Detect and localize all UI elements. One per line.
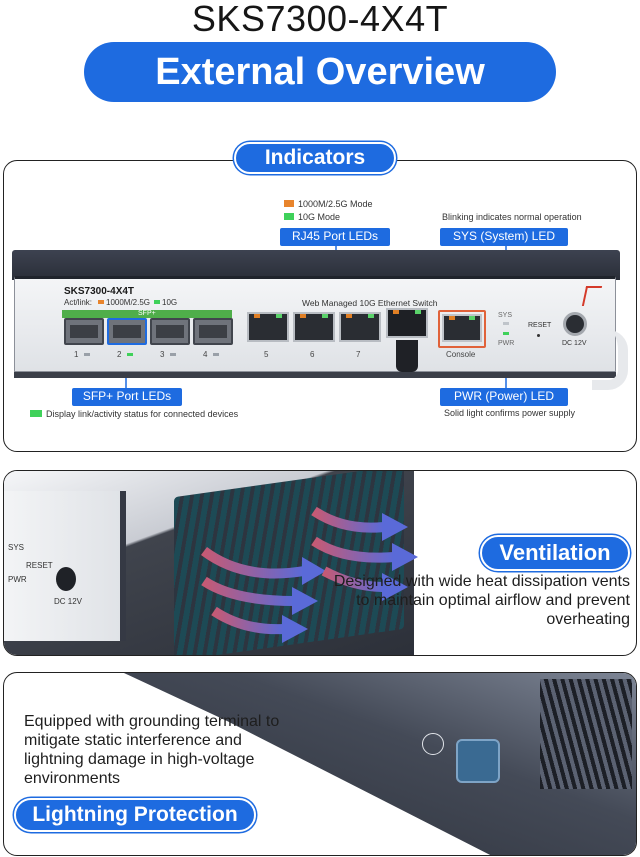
rj45-port-6 bbox=[293, 312, 335, 342]
sfp-port-num-4: 4 bbox=[203, 350, 208, 359]
sfp-led-1 bbox=[84, 353, 90, 356]
sys-note: Blinking indicates normal operation bbox=[442, 212, 582, 222]
front-actlink-label: Act/link: bbox=[64, 298, 93, 307]
rj45-port-num-6: 6 bbox=[310, 350, 315, 359]
airflow-arrowhead-2 bbox=[292, 587, 318, 615]
sfp-led-3 bbox=[170, 353, 176, 356]
rear-vents bbox=[540, 679, 632, 789]
airflow-arrowhead-4 bbox=[382, 513, 408, 541]
front-reset-label: RESET bbox=[528, 322, 552, 329]
legend-swatch-green bbox=[284, 213, 294, 220]
airflow-arrowhead-5 bbox=[392, 543, 418, 571]
ventilation-title: Ventilation bbox=[480, 535, 630, 571]
pwr-led bbox=[503, 332, 509, 335]
front-legend-a: 1000M/2.5G bbox=[106, 298, 151, 307]
lightning-panel bbox=[3, 672, 637, 856]
airflow-arrow-6 bbox=[321, 566, 385, 592]
front-legend-orange bbox=[98, 300, 104, 304]
ground-screw-icon bbox=[456, 739, 500, 783]
front-model-label: SKS7300-4X4T bbox=[64, 286, 135, 297]
airflow-arrow-3 bbox=[211, 606, 285, 635]
sys-led bbox=[503, 322, 509, 325]
sfp-note-swatch bbox=[30, 410, 42, 417]
sfp-port-num-2: 2 bbox=[117, 350, 122, 359]
sfp-port-1 bbox=[64, 318, 104, 345]
rj45-led-tag: RJ45 Port LEDs bbox=[280, 228, 390, 246]
sfp-note: Display link/activity status for connect… bbox=[46, 409, 239, 419]
sfp-port-num-1: 1 bbox=[74, 350, 79, 359]
pwr-led-tag: PWR (Power) LED bbox=[440, 388, 568, 406]
legend-label-orange: 1000M/2.5G Mode bbox=[298, 199, 373, 209]
front-pwr-label: PWR bbox=[498, 340, 515, 347]
console-label: Console bbox=[446, 350, 476, 359]
airflow-arrowhead-3 bbox=[282, 615, 308, 643]
page-title: SKS7300-4X4T bbox=[191, 0, 449, 39]
vent-dc-label: DC 12V bbox=[54, 597, 83, 606]
pwr-note: Solid light confirms power supply bbox=[444, 408, 576, 418]
indicators-title: Indicators bbox=[234, 142, 396, 174]
reset-pinhole bbox=[537, 334, 540, 337]
airflow-arrow-5 bbox=[311, 536, 395, 563]
rj45-port-num-7: 7 bbox=[356, 350, 361, 359]
switch-top-cover bbox=[12, 250, 620, 280]
airflow-arrow-4 bbox=[311, 506, 385, 533]
section-banner: External Overview bbox=[84, 42, 556, 102]
console-port bbox=[442, 314, 482, 342]
front-legend-green bbox=[154, 300, 160, 304]
sfp-green-strip bbox=[62, 310, 232, 318]
legend-swatch-orange bbox=[284, 200, 294, 207]
lightning-description: Equipped with grounding terminal to miti… bbox=[24, 713, 280, 787]
airflow-arrows bbox=[201, 506, 418, 643]
vent-dc-jack bbox=[56, 567, 76, 591]
sfp-port-3 bbox=[150, 318, 190, 345]
front-dc-label: DC 12V bbox=[562, 340, 587, 347]
ventilation-description: Designed with wide heat dissipation vent… bbox=[333, 573, 630, 628]
airflow-arrowhead-6 bbox=[382, 573, 408, 601]
rj45-port-num-5: 5 bbox=[264, 350, 269, 359]
sys-led-tag: SYS (System) LED bbox=[440, 228, 568, 246]
vent-sys-label: SYS bbox=[8, 543, 25, 552]
sfp-port-num-3: 3 bbox=[160, 350, 165, 359]
front-legend-b: 10G bbox=[162, 298, 178, 307]
airflow-arrowhead-1 bbox=[302, 557, 326, 585]
vent-pwr-label: PWR bbox=[8, 575, 27, 584]
sfp-port-2 bbox=[107, 318, 147, 345]
switch-end-cap bbox=[4, 491, 126, 641]
airflow-arrow-1 bbox=[201, 546, 305, 579]
switch-base bbox=[14, 372, 616, 378]
sfp-strip-label: SFP+ bbox=[138, 310, 156, 317]
dc-jack bbox=[563, 312, 587, 336]
rj45-port-8 bbox=[386, 308, 428, 338]
front-web-managed: Web Managed 10G Ethernet Switch bbox=[302, 298, 438, 308]
sfp-led-4 bbox=[213, 353, 219, 356]
lightning-title: Lightning Protection bbox=[14, 798, 256, 832]
airflow-arrow-2 bbox=[201, 576, 295, 606]
rj45-port-5 bbox=[247, 312, 289, 342]
ethernet-cable bbox=[396, 340, 418, 372]
legend-label-green: 10G Mode bbox=[298, 212, 341, 222]
front-sys-label: SYS bbox=[498, 312, 513, 319]
ground-symbol-icon bbox=[422, 733, 444, 755]
sfp-led-2 bbox=[127, 353, 133, 356]
vent-reset-label: RESET bbox=[26, 561, 53, 570]
console-port-frame bbox=[438, 310, 486, 348]
rj45-port-7 bbox=[339, 312, 381, 342]
sfp-led-tag: SFP+ Port LEDs bbox=[72, 388, 182, 406]
power-cable bbox=[592, 330, 628, 390]
sfp-port-4 bbox=[193, 318, 233, 345]
